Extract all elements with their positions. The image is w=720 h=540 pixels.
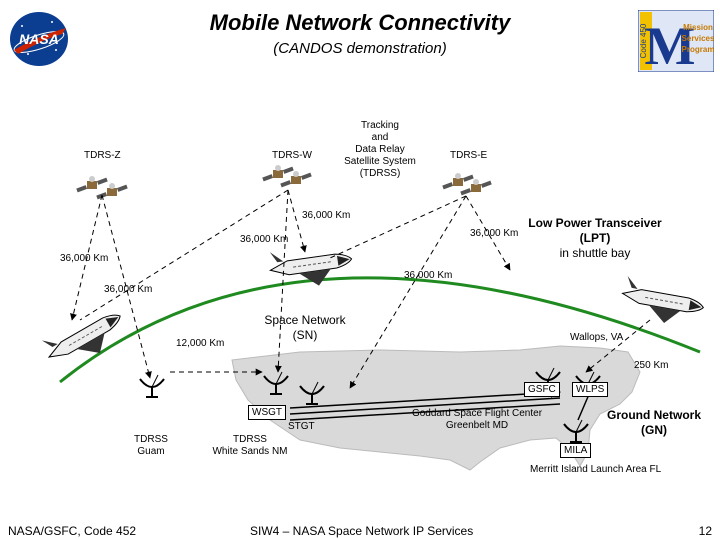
wallops-label: Wallops, VA [570, 332, 624, 343]
satellite-icon [442, 173, 474, 190]
tdrss-desc-line: (TDRSS) [359, 168, 401, 179]
tdrs-z-label: TDRS-Z [84, 150, 121, 161]
tdrss-guam-label: TDRSS Guam [124, 434, 178, 458]
tdrs-e-label: TDRS-E [450, 150, 488, 161]
distance-label: 36,000 Km [60, 253, 109, 264]
distance-label: 36,000 Km [404, 270, 453, 281]
us-map [231, 345, 641, 471]
tdrss-description: Tracking and Data Relay Satellite System… [334, 120, 426, 180]
page-subtitle: (CANDOS demonstration) [273, 40, 447, 57]
lpt-line: in shuttle bay [559, 246, 631, 260]
msp-text-3: Program [682, 45, 714, 54]
page-number: 12 [698, 524, 712, 538]
tdrss-ws-line: TDRSS [233, 434, 267, 445]
mila-box: MILA [560, 443, 592, 458]
satellite-icon [262, 165, 294, 182]
nasa-logo: NASA [8, 10, 70, 68]
tdrss-desc-line: Satellite System [344, 156, 416, 167]
distance-label: 36,000 Km [104, 284, 153, 295]
satellite-icon [76, 176, 108, 193]
distance-label: 36,000 Km [240, 234, 289, 245]
orbit-arc [59, 276, 701, 384]
goddard-label: Goddard Space Flight Center Greenbelt MD [402, 408, 552, 432]
lpt-line: (LPT) [579, 231, 611, 245]
msp-text-1: Mission [683, 23, 713, 32]
msp-text-2: Services [682, 34, 714, 43]
satellite-icon [96, 183, 128, 200]
tdrss-ws-line: White Sands NM [212, 446, 288, 457]
wlps-box: WLPS [572, 382, 609, 397]
tdrss-white-sands-label: TDRSS White Sands NM [204, 434, 296, 458]
goddard-line: Goddard Space Flight Center [411, 408, 543, 419]
gsfc-box: GSFC [524, 382, 560, 397]
wsgt-box: WSGT [248, 405, 286, 420]
msp-letter: M [645, 16, 696, 72]
msp-code-text: Code 450 [639, 23, 648, 58]
tdrs-w-label: TDRS-W [272, 150, 312, 161]
distance-label: 36,000 Km [302, 210, 351, 221]
lpt-line: Low Power Transceiver [528, 216, 662, 230]
goddard-line: Greenbelt MD [445, 420, 509, 431]
page-title: Mobile Network Connectivity [209, 10, 511, 35]
nasa-logo-text: NASA [19, 31, 59, 47]
space-network-line: Space Network [264, 313, 346, 327]
shuttle-icon [618, 275, 707, 330]
tdrss-desc-line: Tracking [361, 120, 399, 131]
tdrss-desc-line: Data Relay [355, 144, 405, 155]
distance-label: 36,000 Km [470, 228, 519, 239]
tdrss-guam-line: TDRSS [134, 434, 168, 445]
merritt-label: Merritt Island Launch Area FL [530, 464, 662, 475]
ground-network-line: Ground Network [606, 408, 701, 422]
distance-label: 12,000 Km [176, 338, 225, 349]
stgt-label: STGT [288, 421, 315, 432]
tdrss-guam-line: Guam [137, 446, 165, 457]
ground-network-label: Ground Network (GN) [602, 408, 706, 438]
tdrss-desc-line: and [371, 132, 389, 143]
distance-label: 250 Km [634, 360, 669, 371]
nasa-meatball-icon: NASA [10, 12, 68, 66]
msp-logo: Code 450 M Mission Services Program [638, 10, 714, 72]
footer-center: SIW4 – NASA Space Network IP Services [250, 524, 474, 538]
msp-logo-icon: Code 450 M Mission Services Program [638, 10, 714, 72]
dish-icon [139, 374, 165, 398]
ground-network-line: (GN) [641, 423, 667, 437]
footer-left: NASA/GSFC, Code 452 [8, 524, 137, 538]
shuttle-icon [39, 299, 132, 377]
space-network-label: Space Network (SN) [252, 313, 358, 343]
lpt-label: Low Power Transceiver (LPT) in shuttle b… [520, 216, 670, 261]
space-network-line: (SN) [292, 328, 318, 342]
